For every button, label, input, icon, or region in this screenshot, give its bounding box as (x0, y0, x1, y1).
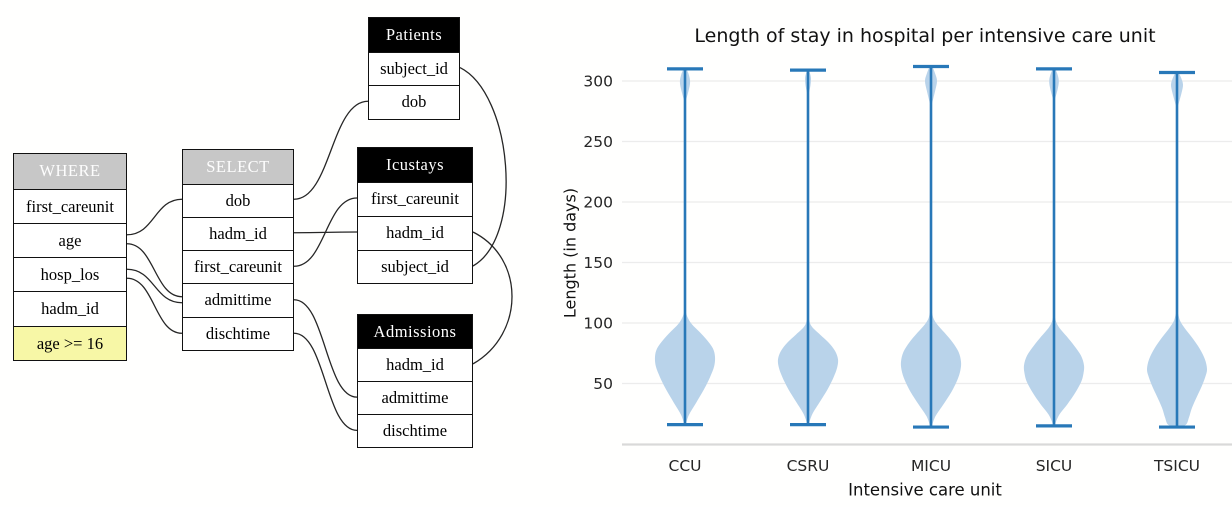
edge-select.admittime-to-admissions.admittime (293, 299, 358, 398)
y-tick-150: 150 (583, 254, 613, 272)
edge-select.dob-to-patients.dob (293, 100, 369, 200)
field-admissions-admittime: admittime (358, 381, 472, 415)
field-where-hosp-los: hosp_los (14, 257, 126, 292)
edge-where.age-to-select.dob (126, 198, 183, 236)
y-tick-250: 250 (583, 133, 613, 151)
violin-TSICU (1146, 70, 1208, 429)
field-admissions-dischtime: dischtime (358, 414, 472, 448)
edge-where.hosp_los-to-select.admittime (126, 268, 183, 304)
field-icustays-hadm-id: hadm_id (358, 215, 472, 250)
edge-where.hosp_los-to-select.dischtime (126, 277, 183, 334)
table-icustays-header: Icustays (358, 148, 472, 182)
x-tick-SICU: SICU (1036, 457, 1073, 475)
field-where-age-16: age >= 16 (14, 325, 126, 360)
violin-MICU (900, 64, 962, 429)
field-patients-subject-id: subject_id (369, 51, 459, 86)
table-admissions-header: Admissions (358, 315, 472, 349)
x-tick-CSRU: CSRU (787, 457, 830, 475)
field-select-admittime: admittime (183, 283, 293, 317)
edge-select.dischtime-to-admissions.dischtime (293, 332, 358, 432)
y-tick-100: 100 (583, 315, 613, 333)
field-select-first-careunit: first_careunit (183, 250, 293, 284)
field-icustays-first-careunit: first_careunit (358, 182, 472, 216)
field-select-hadm-id: hadm_id (183, 216, 293, 251)
chart-title: Length of stay in hospital per intensive… (694, 25, 1156, 47)
table-select-header: SELECT (183, 150, 293, 184)
y-axis-label: Length (in days) (560, 187, 580, 319)
edge-patients.subject_id-to-icustays.subject_id (459, 66, 507, 267)
field-patients-dob: dob (369, 85, 459, 119)
field-icustays-subject-id: subject_id (358, 249, 472, 284)
edge-icustays.hadm_id-to-admissions.hadm_id (472, 231, 513, 365)
y-tick-200: 200 (583, 194, 613, 212)
field-where-first-careunit: first_careunit (14, 188, 126, 223)
field-where-age: age (14, 222, 126, 258)
x-tick-MICU: MICU (911, 457, 951, 475)
table-where-header: WHERE (14, 154, 126, 189)
x-tick-TSICU: TSICU (1153, 457, 1200, 475)
table-patients-header: Patients (369, 18, 459, 52)
field-select-dob: dob (183, 183, 293, 217)
violin-CSRU (777, 68, 839, 427)
x-axis-label: Intensive care unit (848, 480, 1002, 500)
edge-where.age-to-select.admittime (126, 243, 183, 298)
violin-SICU (1023, 67, 1085, 428)
y-tick-300: 300 (583, 73, 613, 91)
x-tick-CCU: CCU (669, 457, 702, 475)
schema-edges-layer (126, 66, 513, 432)
field-where-hadm-id: hadm_id (14, 291, 126, 326)
violin-CCU (654, 67, 716, 427)
y-tick-50: 50 (593, 375, 613, 393)
edge-select.first_careunit-to-icustays.first_careunit (293, 197, 358, 267)
field-admissions-hadm-id: hadm_id (358, 348, 472, 382)
field-select-dischtime: dischtime (183, 316, 293, 350)
